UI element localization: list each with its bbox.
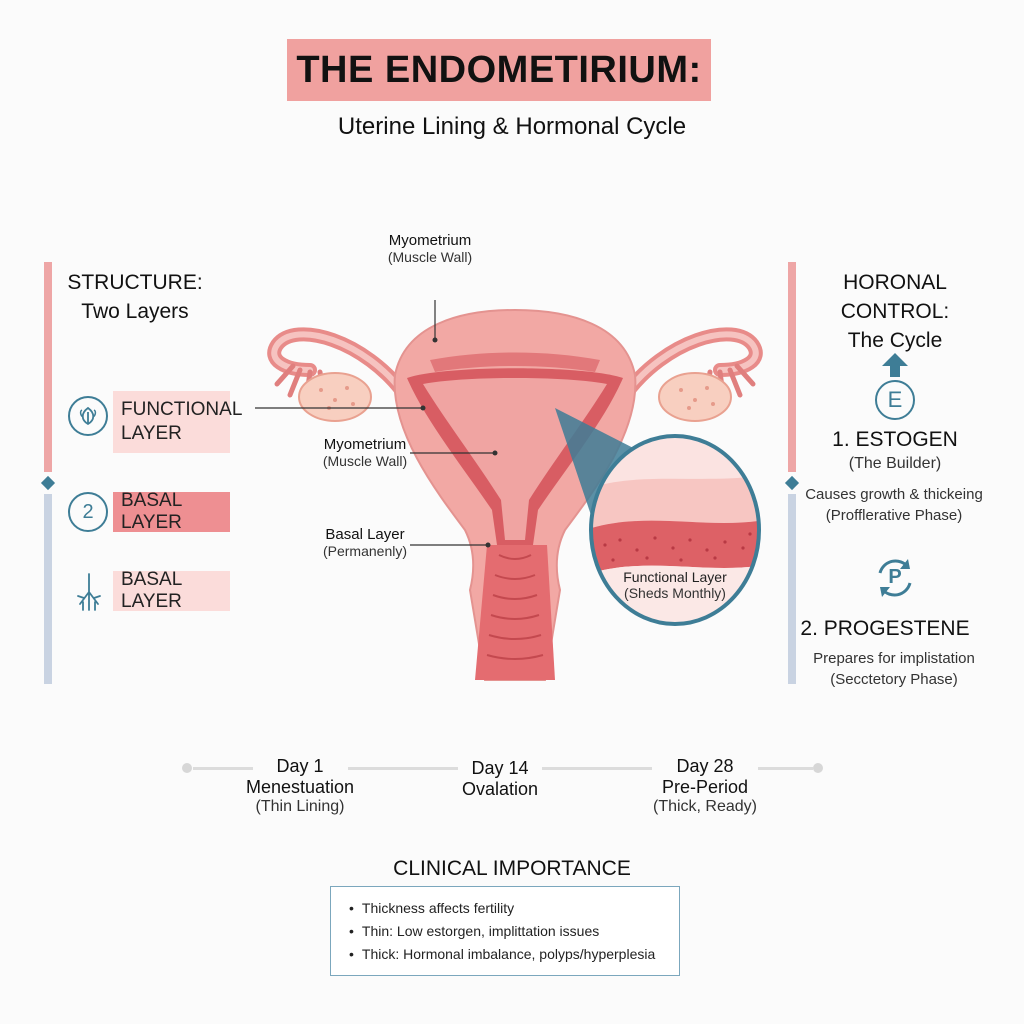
clinical-item: Thick: Hormonal imbalance, polyps/hyperp… — [349, 943, 679, 966]
structure-bar-top — [44, 262, 52, 472]
cervix — [475, 545, 555, 680]
clinical-heading: CLINICAL IMPORTANCE — [393, 857, 631, 880]
vaginal-rugae — [486, 554, 544, 660]
estrogen-title: 1. ESTOGEN — [832, 428, 958, 451]
timeline-start-dot — [182, 763, 192, 773]
basal-layer-box-1: BASAL LAYER — [113, 490, 230, 533]
timeline-line-3 — [542, 767, 652, 770]
timeline-end-dot — [813, 763, 823, 773]
estrogen-icon: E — [875, 380, 915, 420]
hormonal-bar-top — [788, 262, 796, 472]
leaf-icon — [68, 396, 108, 436]
ovary-left — [298, 372, 372, 422]
hormonal-bar-bottom — [788, 494, 796, 684]
title-banner: THE ENDOMETIRIUM: — [287, 39, 711, 101]
zoom-wedge — [555, 408, 653, 536]
timeline-day-1: Day 1 Menestuation (Thin Lining) — [245, 756, 355, 815]
lining-magnified-inset — [589, 434, 761, 626]
clinical-box: Thickness affects fertility Thin: Low es… — [330, 886, 680, 976]
progesterone-description: Prepares for implistation (Secctetory Ph… — [813, 650, 975, 688]
timeline-line-4 — [758, 767, 813, 770]
page-title: THE ENDOMETIRIUM: — [296, 48, 702, 91]
clinical-item: Thin: Low estorgen, implittation issues — [349, 920, 679, 943]
uterus-diagram — [255, 300, 763, 681]
structure-bar-bottom — [44, 494, 52, 684]
up-arrow-icon — [882, 353, 908, 377]
roots-icon — [77, 573, 101, 611]
fallopian-tube-right — [618, 327, 763, 402]
functional-layer-box: FUNCTIONAL LAYER — [113, 391, 242, 453]
clinical-item: Thickness affects fertility — [349, 897, 679, 920]
hormonal-heading: HORONAL CONTROL: The Cycle — [840, 271, 950, 352]
basal-layer-box-2: BASAL LAYER — [113, 569, 230, 612]
structure-heading: STRUCTURE: Two Layers — [67, 271, 203, 323]
fundus-band — [430, 352, 600, 372]
number-2-icon: 2 — [68, 492, 108, 532]
timeline-line-1 — [193, 767, 253, 770]
timeline-day-14: Day 14 Ovalation — [461, 758, 539, 799]
timeline-line-2 — [348, 767, 458, 770]
label-myometrium-top: Myometrium (Muscle Wall) — [387, 232, 473, 265]
progesterone-icon: P — [888, 566, 902, 588]
timeline-day-28: Day 28 Pre-Period (Thick, Ready) — [652, 756, 758, 815]
label-myometrium-mid: Myometrium (Muscle Wall) — [322, 436, 408, 469]
fallopian-tube-left — [267, 327, 412, 402]
cycle-arrows-icon — [878, 559, 912, 597]
estrogen-subtitle: (The Builder) — [848, 455, 942, 472]
label-inset-functional: Functional Layer (Sheds Monthly) — [623, 569, 727, 601]
estrogen-description: Causes growth & thickeing (Profflerative… — [805, 486, 983, 524]
structure-bar-marker — [40, 475, 56, 491]
page-subtitle: Uterine Lining & Hormonal Cycle — [337, 113, 687, 140]
ovary-right — [658, 372, 732, 422]
label-basal-layer: Basal Layer (Permanenly) — [322, 526, 408, 559]
progesterone-title: 2. PROGESTENE — [800, 617, 970, 640]
